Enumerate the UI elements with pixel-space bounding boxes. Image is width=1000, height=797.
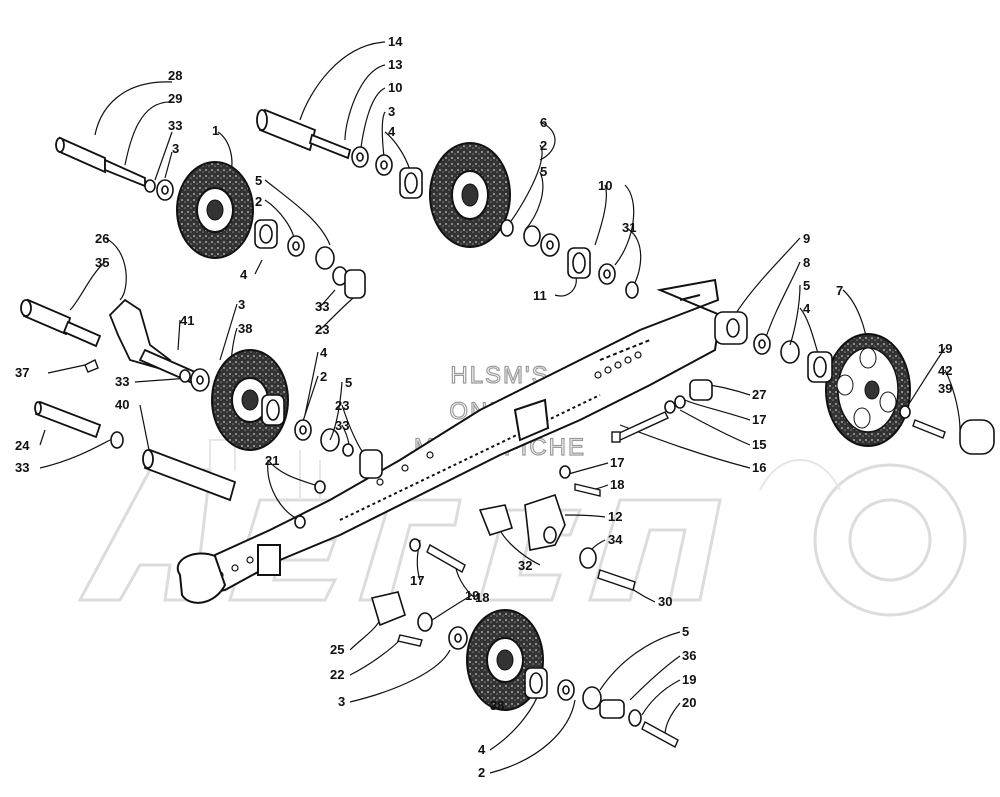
- callout-3: 3: [172, 141, 179, 156]
- callout-19-right: 19: [938, 341, 952, 356]
- callout-4-lower: 4: [478, 742, 486, 757]
- callout-5-right: 5: [803, 278, 810, 293]
- callout-5-mid: 5: [345, 375, 352, 390]
- callout-35: 35: [95, 255, 109, 270]
- callout-28: 28: [168, 68, 182, 83]
- callout-17-right: 17: [752, 412, 766, 427]
- callout-31: 31: [622, 220, 636, 235]
- callout-4-mid: 4: [320, 345, 328, 360]
- callout-22: 22: [330, 667, 344, 682]
- callout-33: 33: [168, 118, 182, 133]
- callout-12: 12: [608, 509, 622, 524]
- callout-33-left: 33: [115, 374, 129, 389]
- callout-23-mid: 23: [315, 322, 329, 337]
- idler-wheel-6: [429, 142, 511, 248]
- idler-wheel-1: [176, 161, 254, 259]
- callout-14: 14: [388, 34, 403, 49]
- callout-5-top: 5: [540, 164, 547, 179]
- callout-2-left: 2: [255, 194, 262, 209]
- callout-20: 20: [682, 695, 696, 710]
- callout-3-lower: 3: [338, 694, 345, 709]
- callout-30: 30: [658, 594, 672, 609]
- callout-2-top: 2: [540, 138, 547, 153]
- callout-38-lower: 38: [490, 698, 504, 713]
- center-bracket: [513, 398, 550, 442]
- shaft-35: [20, 298, 102, 348]
- callout-3-mid: 3: [238, 297, 245, 312]
- bearings-and-spacers: [110, 146, 995, 727]
- callout-42: 42: [938, 363, 952, 378]
- callout-4-left: 4: [240, 267, 248, 282]
- callout-11: 11: [533, 288, 547, 303]
- callout-16: 16: [752, 460, 766, 475]
- callout-13: 13: [388, 57, 402, 72]
- callout-4-right: 4: [803, 301, 811, 316]
- callout-39: 39: [938, 381, 952, 396]
- callout-2-lower: 2: [478, 765, 485, 780]
- callout-33-center: 33: [335, 418, 349, 433]
- callout-25: 25: [330, 642, 344, 657]
- callout-34: 34: [608, 532, 623, 547]
- shaft-28: [55, 136, 146, 188]
- callout-15: 15: [752, 437, 766, 452]
- callout-37: 37: [15, 365, 29, 380]
- callout-41: 41: [180, 313, 194, 328]
- spoked-wheel-7: [825, 333, 911, 447]
- callout-40: 40: [115, 397, 129, 412]
- callout-29: 29: [168, 91, 182, 106]
- callout-33-bottom-left: 33: [15, 460, 29, 475]
- callout-17-center: 17: [610, 455, 624, 470]
- callout-24: 24: [15, 438, 30, 453]
- callout-33-mid: 33: [315, 299, 329, 314]
- rail-rear-tip: [176, 544, 281, 604]
- callout-36: 36: [682, 648, 696, 663]
- callout-18-center: 18: [610, 477, 624, 492]
- callout-26: 26: [95, 231, 109, 246]
- callout-19-bottom: 19: [682, 672, 696, 687]
- shaft-14: [256, 108, 352, 160]
- shaft-40: [142, 448, 237, 502]
- callout-5-lower: 5: [682, 624, 689, 639]
- callout-8: 8: [803, 255, 810, 270]
- callout-4-top: 4: [388, 124, 396, 139]
- callout-38-upper: 38: [238, 321, 252, 336]
- callout-10-right: 10: [598, 178, 612, 193]
- callout-19-lower: 19: [465, 588, 479, 603]
- callout-32: 32: [518, 558, 532, 573]
- idler-wheel-38-lower: [466, 609, 544, 711]
- shaft-24: [34, 400, 102, 439]
- callout-7: 7: [836, 283, 843, 298]
- callout-18-lower: 18: [475, 590, 489, 605]
- callout-17-lower: 17: [410, 573, 424, 588]
- callout-labels: 28 29 33 3 1 14 13 10 3 4 6 2 5 10 31 11…: [15, 34, 952, 780]
- callout-21: 21: [265, 453, 279, 468]
- callout-9: 9: [803, 231, 810, 246]
- callout-10: 10: [388, 80, 402, 95]
- callout-2-mid: 2: [320, 369, 327, 384]
- callout-23-center: 23: [335, 398, 349, 413]
- bolts: [84, 359, 946, 748]
- callout-5-left: 5: [255, 173, 262, 188]
- rail-holes: [216, 351, 642, 579]
- callout-3-top: 3: [388, 104, 395, 119]
- callout-1: 1: [212, 123, 219, 138]
- callout-27: 27: [752, 387, 766, 402]
- callout-6: 6: [540, 115, 547, 130]
